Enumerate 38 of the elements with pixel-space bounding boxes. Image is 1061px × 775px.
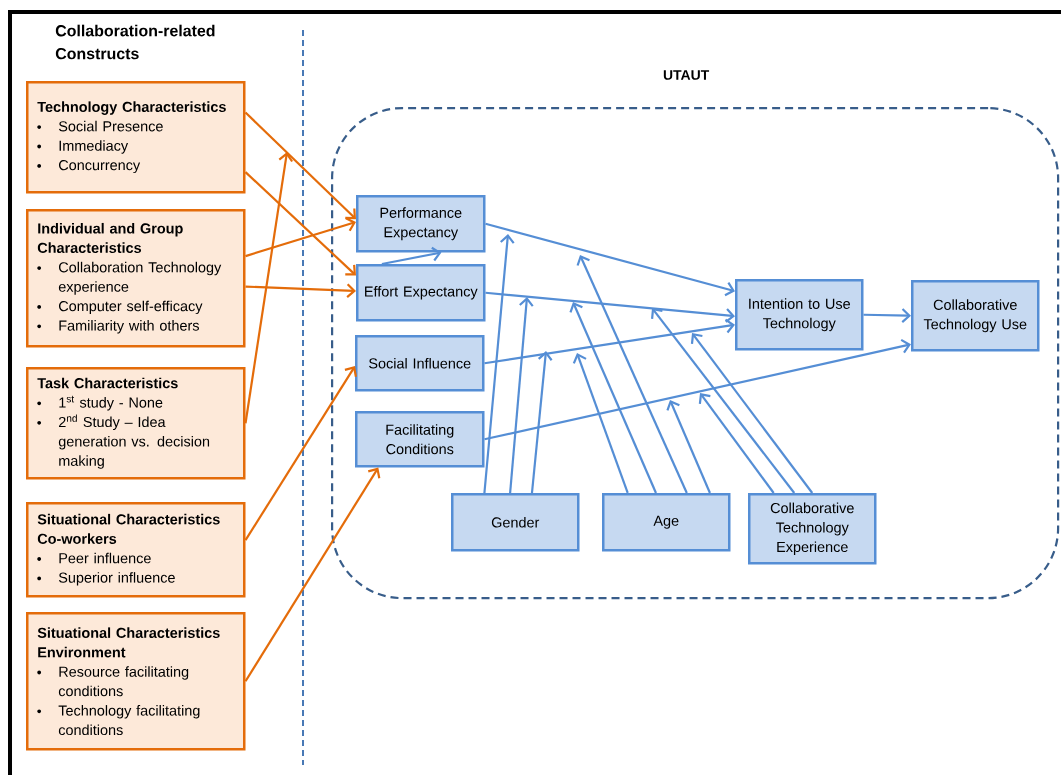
arrow bbox=[509, 297, 534, 494]
arrow bbox=[484, 318, 735, 365]
construct-box: Collaborative Technology Use bbox=[911, 280, 1040, 352]
arrow bbox=[485, 222, 735, 297]
construct-box: Gender bbox=[451, 493, 580, 552]
arrow bbox=[244, 111, 356, 220]
arrow bbox=[244, 152, 294, 424]
arrow bbox=[484, 338, 911, 441]
arrow bbox=[245, 217, 356, 258]
arrow bbox=[244, 366, 357, 541]
construct-box: Situational Characteristics Environment Resource facilitating conditions Technology facilitating conditions bbox=[26, 612, 246, 751]
construct-box: Individual and Group Characteristics Collaboration Technology experience Computer self-efficacy Familiarity with others bbox=[26, 209, 246, 348]
construct-box: Performance Expectancy bbox=[356, 195, 486, 253]
construct-box: Effort Expectancy bbox=[356, 264, 486, 322]
arrow bbox=[569, 302, 657, 494]
arrow bbox=[576, 255, 688, 494]
arrow bbox=[690, 333, 814, 494]
column-heading: Collaboration-related Constructs bbox=[55, 24, 215, 60]
construct-box: Social Influence bbox=[355, 335, 485, 392]
arrow bbox=[863, 308, 911, 323]
arrow bbox=[666, 400, 711, 494]
arrow bbox=[485, 291, 735, 323]
construct-box: Collaborative Technology Experience bbox=[748, 493, 877, 565]
arrow bbox=[572, 353, 629, 494]
node-label: UTAUT bbox=[663, 70, 710, 80]
construct-box: Technology Characteristics Social Presence Immediacy Concurrency bbox=[26, 81, 246, 194]
construct-box: Facilitating Conditions bbox=[355, 411, 485, 468]
construct-box: Task Characteristics 1$^{st}$ study - None 2$^{nd}$ Study – Idea generation vs. decision making bbox=[26, 367, 246, 480]
arrow bbox=[483, 234, 515, 494]
arrow bbox=[244, 171, 356, 276]
arrow bbox=[698, 393, 775, 494]
construct-box: Age bbox=[602, 493, 731, 552]
construct-box: Intention to Use Technology bbox=[735, 279, 864, 351]
arrow bbox=[530, 351, 553, 494]
construct-box: Situational Characteristics Co-workers Peer influence Superior influence bbox=[26, 502, 246, 598]
arrow bbox=[651, 308, 796, 494]
arrow bbox=[244, 467, 381, 682]
arrow bbox=[245, 283, 356, 298]
